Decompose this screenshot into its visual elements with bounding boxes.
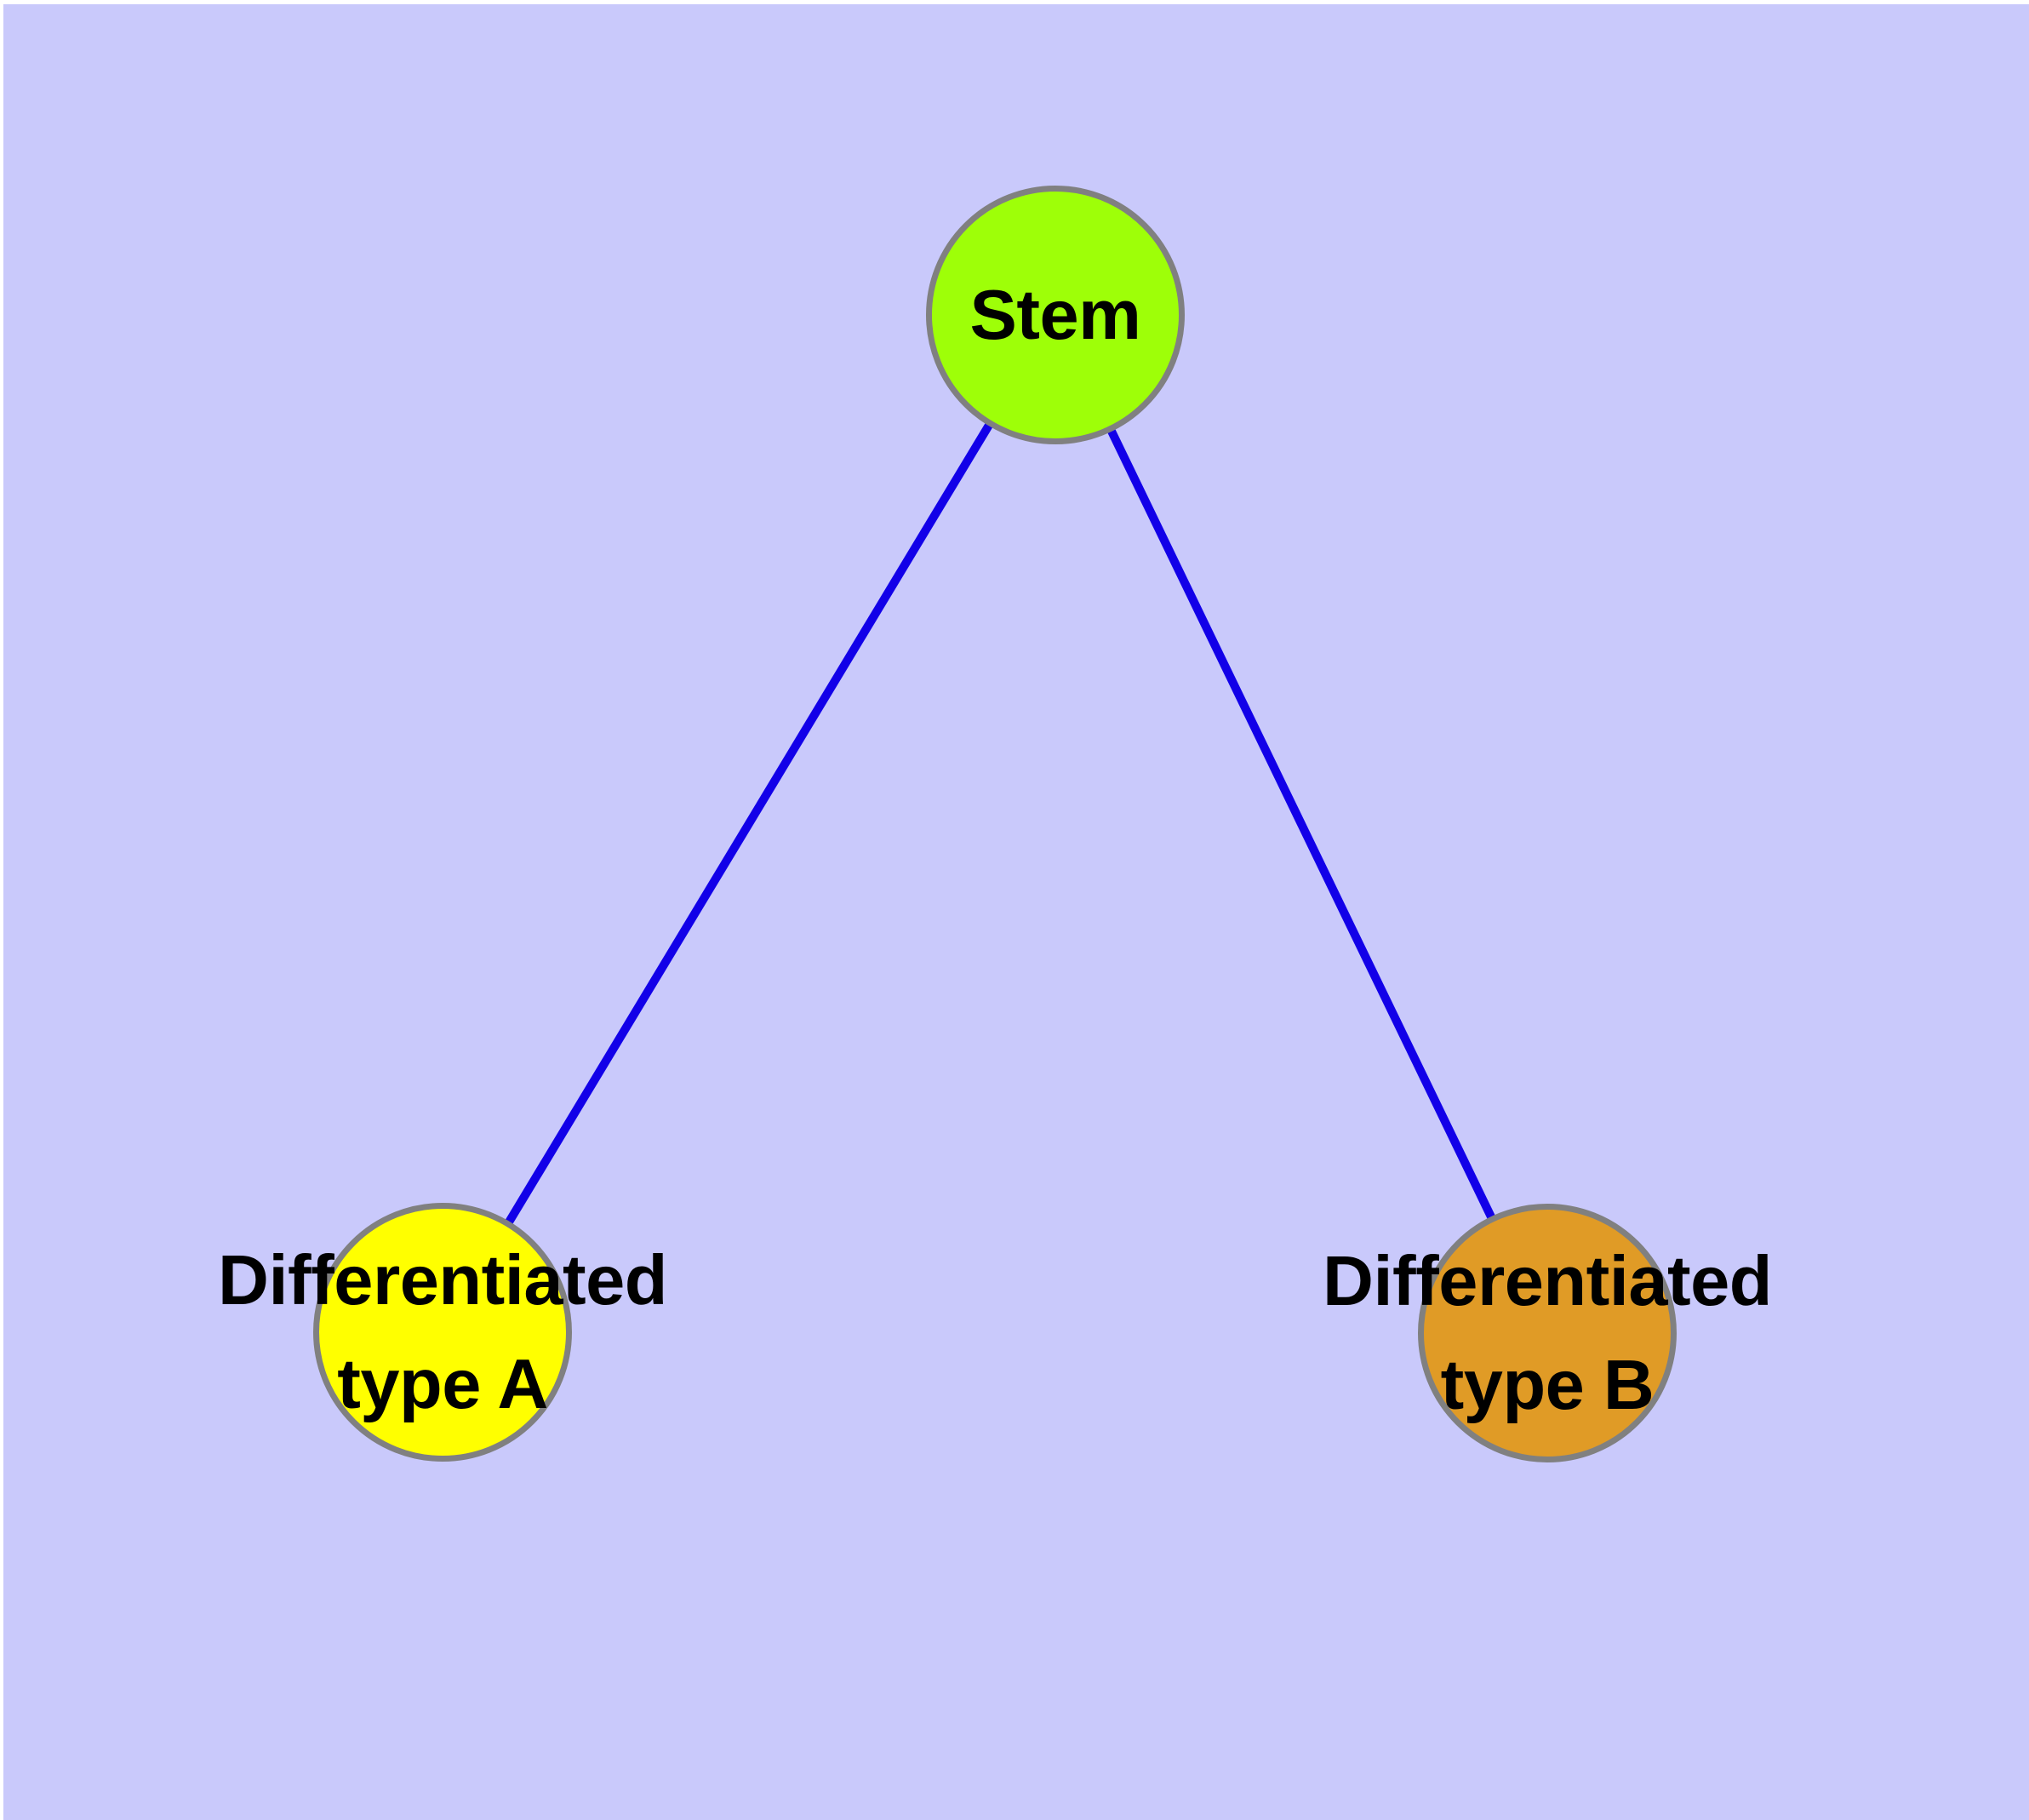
graph-node-stem[interactable] xyxy=(926,186,1185,444)
nodes-layer xyxy=(313,186,1677,1462)
edges-layer xyxy=(503,419,1497,1228)
graph-edge-stem-to-diff-b[interactable] xyxy=(1106,425,1497,1223)
graph-node-diff-a[interactable] xyxy=(313,1203,572,1462)
graph-edge-stem-to-diff-a[interactable] xyxy=(503,419,995,1228)
graph-node-diff-b[interactable] xyxy=(1418,1204,1677,1462)
